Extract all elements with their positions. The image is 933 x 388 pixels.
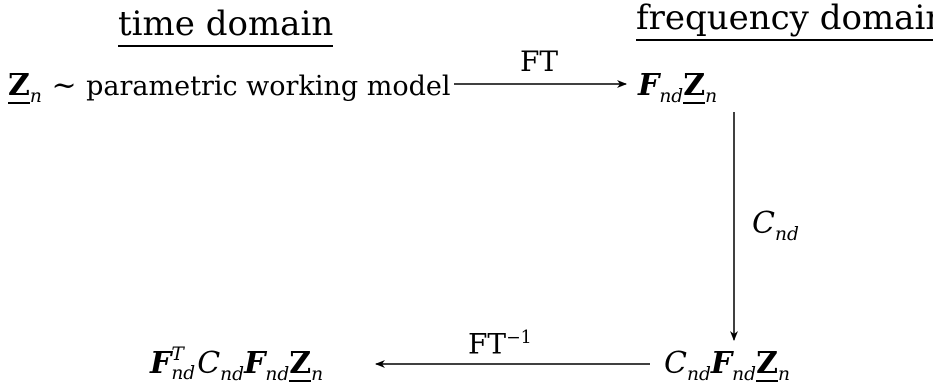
node-z-subscript: n: [29, 86, 42, 107]
label-c-symbol: C: [752, 206, 775, 241]
node-f-subscript: nd: [659, 86, 684, 107]
node-f-symbol: F: [710, 346, 733, 381]
node-z-subscript: n: [705, 86, 718, 107]
node-c-symbol: C: [664, 346, 687, 381]
node-c-subscript: nd: [220, 364, 245, 385]
node-z-symbol: Z: [289, 346, 312, 381]
node-z-subscript: n: [777, 364, 790, 385]
node-f-subscript: nd: [732, 364, 757, 385]
node-z-symbol: Z: [756, 346, 778, 381]
node-z-subscript: n: [311, 364, 324, 385]
node-f-subscript: nd: [171, 363, 196, 384]
relation-tilde: ~: [51, 68, 77, 103]
heading-frequency-domain: frequency domain: [636, 0, 933, 41]
heading-time-domain: time domain: [118, 4, 334, 47]
label-ft-main: FT: [468, 327, 507, 361]
node-cnd-transform: CndFndZn: [664, 346, 790, 388]
node-f-symbol: F: [150, 346, 172, 381]
model-description: parametric working model: [86, 71, 451, 102]
node-f2-subscript: nd: [265, 364, 290, 385]
node-c-subscript: nd: [686, 364, 711, 385]
node-c-symbol: C: [197, 346, 221, 381]
node-z-symbol: Z: [683, 68, 706, 103]
node-f-symbol: F: [638, 68, 660, 103]
node-f2-symbol: F: [244, 346, 266, 381]
label-cnd: Cnd: [752, 206, 799, 253]
label-ft-superscript: −1: [506, 328, 532, 348]
label-inverse-ft: FT−1: [468, 322, 532, 360]
node-time-model: Zn ~ parametric working model: [8, 68, 450, 115]
node-z-symbol: Z: [8, 68, 30, 103]
label-c-subscript: nd: [774, 224, 799, 245]
node-f-superscript: T: [171, 344, 184, 366]
node-frequency-transform: FndZn: [638, 68, 717, 115]
label-ft: FT: [520, 45, 559, 78]
